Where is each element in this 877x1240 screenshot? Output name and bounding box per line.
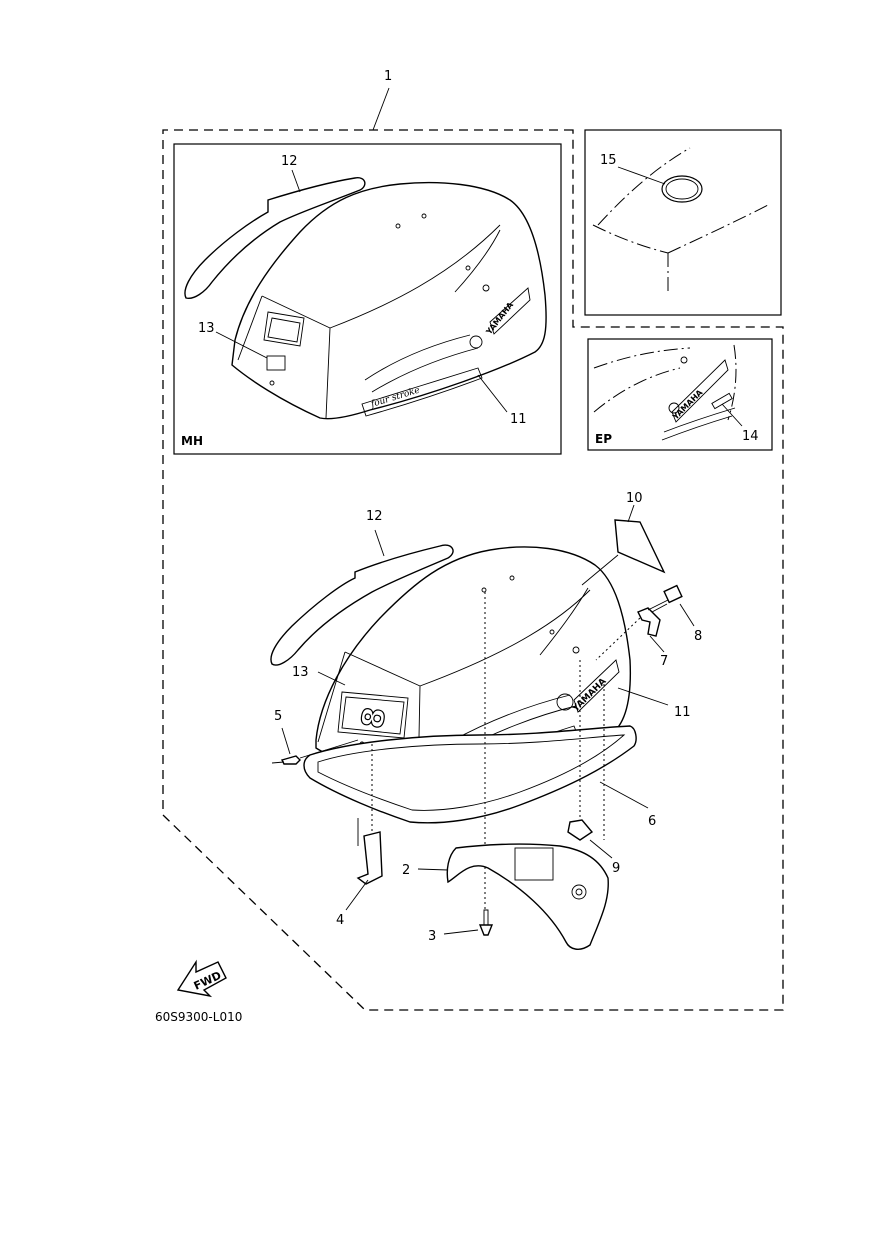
callout-13: 13	[292, 665, 309, 680]
callout-mh-13: 13	[198, 321, 215, 336]
callout-12: 12	[366, 509, 383, 524]
callout-5: 5	[274, 709, 282, 724]
svg-text:YAMAHA: YAMAHA	[670, 387, 705, 422]
variant-label-mh: MH	[181, 434, 203, 448]
callout-2: 2	[402, 863, 410, 878]
callout-4: 4	[336, 913, 344, 928]
fwd-arrow-icon: FWD	[176, 959, 227, 998]
mh-inset: four stroke YAMAHA 12 13 11 MH	[173, 143, 562, 455]
callout-3: 3	[428, 929, 436, 944]
callout-7: 7	[660, 654, 668, 669]
callout-14: 14	[742, 429, 759, 444]
variant-label-ep: EP	[595, 432, 612, 446]
callout-11: 11	[674, 705, 691, 720]
figure-id: 60S9300-L010	[155, 1010, 242, 1024]
callout-mh-12: 12	[281, 154, 298, 169]
callout-8: 8	[694, 629, 702, 644]
grommet-inset: 15	[584, 129, 782, 316]
ep-inset: YAMAHA 14 EP	[587, 338, 773, 451]
callout-15: 15	[600, 153, 617, 168]
callout-1: 1	[384, 69, 392, 84]
main-assembly: 12 four stroke YAMAHA 8 13 10	[270, 491, 702, 950]
callout-mh-11: 11	[510, 412, 527, 427]
callout-9: 9	[612, 861, 620, 876]
callout-10: 10	[626, 491, 643, 506]
callout-6: 6	[648, 814, 656, 829]
